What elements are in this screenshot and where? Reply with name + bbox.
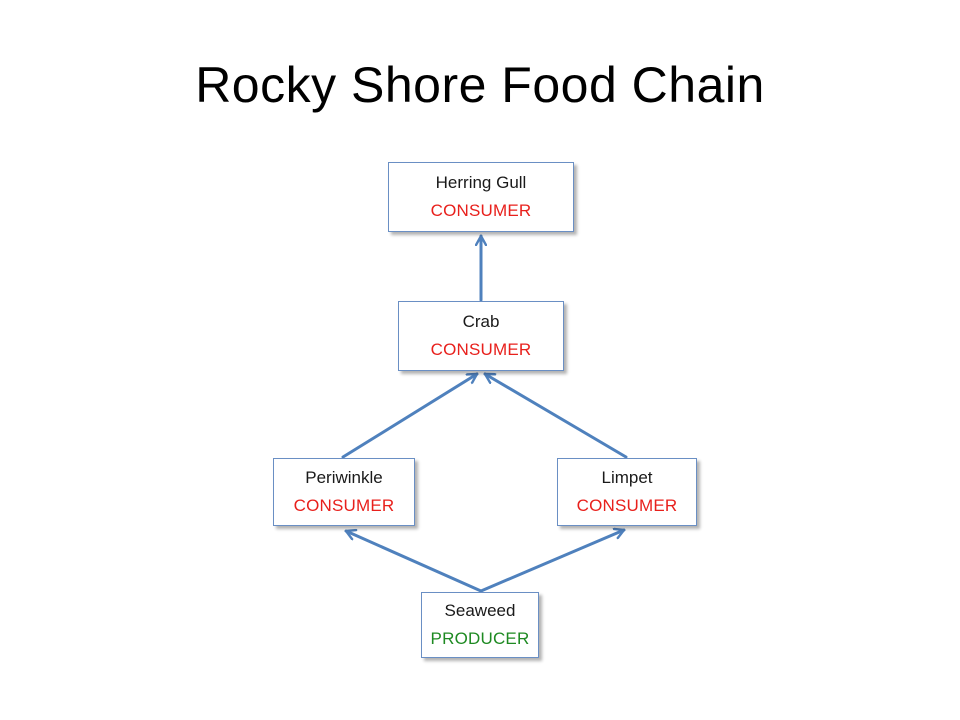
node-role: CONSUMER <box>430 340 532 359</box>
node-role: CONSUMER <box>430 201 532 220</box>
node-name: Periwinkle <box>305 468 383 487</box>
node-role: PRODUCER <box>430 629 530 648</box>
arrow-periwinkle-to-crab <box>341 372 479 459</box>
node-name: Seaweed <box>444 601 516 620</box>
node-name: Crab <box>462 312 500 331</box>
page-title: Rocky Shore Food Chain <box>195 57 765 113</box>
node-limpet: Limpet CONSUMER <box>557 458 697 526</box>
node-role: CONSUMER <box>293 496 395 515</box>
node-periwinkle: Periwinkle CONSUMER <box>273 458 415 526</box>
node-crab: Crab CONSUMER <box>398 301 564 371</box>
arrow-limpet-to-crab <box>483 372 628 459</box>
node-seaweed: Seaweed PRODUCER <box>421 592 539 658</box>
node-role: CONSUMER <box>576 496 678 515</box>
arrow-seaweed-to-limpet <box>479 530 626 593</box>
node-herring-gull: Herring Gull CONSUMER <box>388 162 574 232</box>
node-name: Herring Gull <box>435 173 527 192</box>
arrow-seaweed-to-periwinkle <box>344 531 483 593</box>
node-name: Limpet <box>601 468 653 487</box>
